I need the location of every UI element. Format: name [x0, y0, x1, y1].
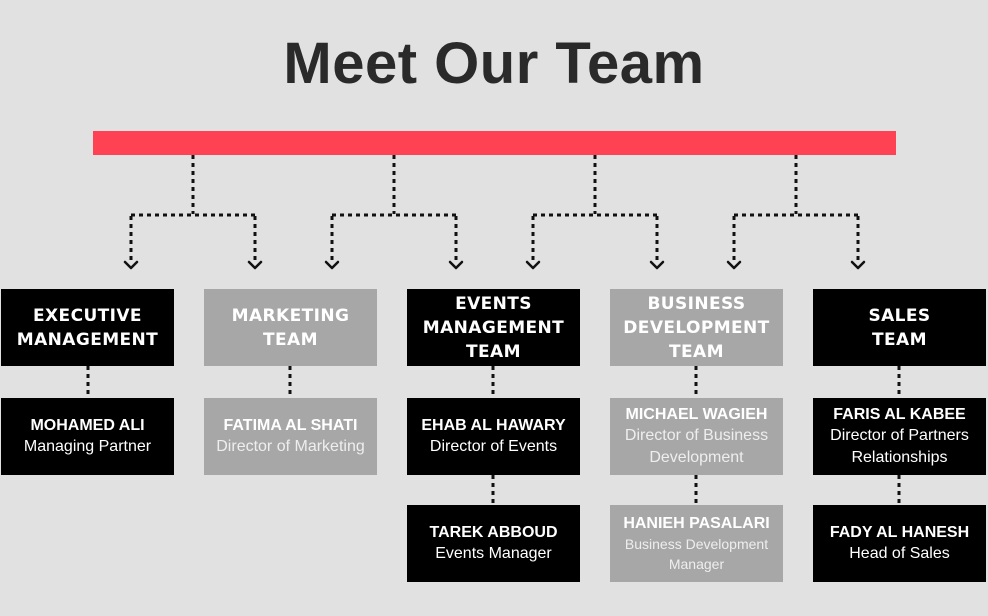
dept-label: SALES TEAM	[868, 305, 931, 350]
member-name: TAREK ABBOUD	[429, 523, 558, 541]
member-name: HANIEH PASALARI	[623, 514, 770, 532]
member-card: TAREK ABBOUD Events Manager	[407, 505, 580, 582]
member-title: Events Manager	[435, 544, 552, 562]
member-title: Director of Marketing	[216, 437, 365, 455]
dept-label: EVENTS MANAGEMENT TEAM	[422, 293, 565, 362]
member-title: Director of Events	[429, 437, 558, 455]
member-card: MICHAEL WAGIEH Director of Business Deve…	[610, 398, 783, 475]
member-card: MOHAMED ALI Managing Partner	[1, 398, 174, 475]
member-name: FADY AL HANESH	[829, 523, 970, 541]
member-card: FATIMA AL SHATI Director of Marketing	[204, 398, 377, 475]
header-bar	[93, 131, 896, 155]
member-card: FARIS AL KABEE Director of Partners Rela…	[813, 398, 986, 475]
dept-label: BUSINESS DEVELOPMENT TEAM	[623, 293, 770, 362]
member-title: Director of Partners Relationships	[830, 426, 969, 466]
member-card: HANIEH PASALARI Business Development Man…	[610, 505, 783, 582]
dept-executive-management: EXECUTIVE MANAGEMENT	[1, 289, 174, 366]
page-title: Meet Our Team	[283, 31, 705, 96]
member-name: FARIS AL KABEE	[833, 405, 966, 423]
member-title: Director of Business Development	[624, 426, 769, 466]
member-name: MOHAMED ALI	[30, 416, 145, 434]
member-title: Head of Sales	[849, 544, 950, 562]
dept-label: MARKETING TEAM	[231, 305, 350, 350]
dept-marketing-team: MARKETING TEAM	[204, 289, 377, 366]
member-title: Managing Partner	[23, 437, 152, 455]
dept-sales-team: SALES TEAM	[813, 289, 986, 366]
member-card: FADY AL HANESH Head of Sales	[813, 505, 986, 582]
dept-events-management-team: EVENTS MANAGEMENT TEAM	[407, 289, 580, 366]
member-name: FATIMA AL SHATI	[223, 416, 358, 434]
member-name: MICHAEL WAGIEH	[625, 405, 768, 423]
member-title: Business Development Manager	[624, 535, 769, 572]
member-card: EHAB AL HAWARY Director of Events	[407, 398, 580, 475]
member-name: EHAB AL HAWARY	[421, 416, 566, 434]
dept-business-development-team: BUSINESS DEVELOPMENT TEAM	[610, 289, 783, 366]
dept-label: EXECUTIVE MANAGEMENT	[16, 305, 159, 350]
